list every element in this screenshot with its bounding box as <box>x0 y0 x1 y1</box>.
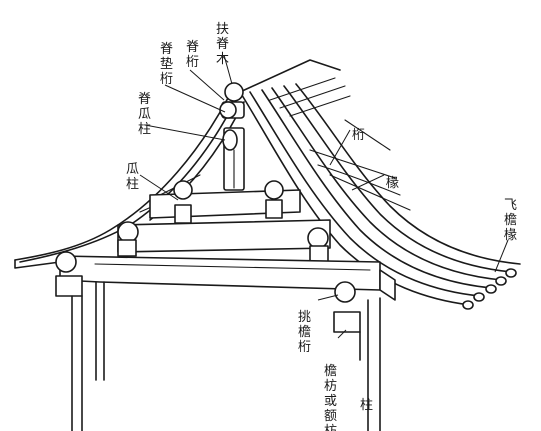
label-chuan: 椽 <box>386 176 399 191</box>
label-fei-yan-chuan: 飞檐椽 <box>504 198 517 243</box>
svg-text:桁: 桁 <box>352 128 365 143</box>
lower-beam <box>117 219 331 263</box>
label-heng: 桁 <box>352 128 365 143</box>
svg-text:柱: 柱 <box>360 398 373 413</box>
ridge-post <box>222 127 245 191</box>
svg-text:椽: 椽 <box>386 176 399 191</box>
right-rafters <box>239 59 521 310</box>
fu-ji-mu-log <box>224 82 244 102</box>
label-ji-dian-heng: 脊垫桁 <box>160 42 173 87</box>
left-bracket <box>55 275 83 297</box>
svg-text:檐枋或额枋: 檐枋或额枋 <box>324 364 337 431</box>
label-ji-gua-zhu: 脊瓜柱 <box>138 92 151 137</box>
label-gua-zhu: 瓜柱 <box>126 162 139 192</box>
svg-text:脊瓜柱: 脊瓜柱 <box>138 92 151 137</box>
svg-text:扶脊木: 扶脊木 <box>216 22 229 67</box>
label-yan-fang-huo-e-fang: 檐枋或额枋 <box>324 364 337 431</box>
right-bracket <box>333 311 361 333</box>
label-tiao-yan-heng: 挑檐桁 <box>298 310 311 355</box>
ridge-members <box>219 82 245 119</box>
leader-lines <box>139 54 509 339</box>
svg-text:飞檐椽: 飞檐椽 <box>504 198 517 243</box>
svg-text:挑檐桁: 挑檐桁 <box>298 310 311 355</box>
svg-text:脊垫桁: 脊垫桁 <box>160 42 173 87</box>
svg-text:瓜柱: 瓜柱 <box>126 162 139 192</box>
label-zhu: 柱 <box>360 398 373 413</box>
label-ji-heng: 脊桁 <box>186 40 199 70</box>
label-fu-ji-mu: 扶脊木 <box>216 22 229 67</box>
columns <box>71 281 381 431</box>
main-beam <box>55 251 396 333</box>
upper-beam <box>149 180 301 224</box>
svg-text:脊桁: 脊桁 <box>186 40 199 70</box>
tiao-yan-heng-log <box>334 281 356 303</box>
